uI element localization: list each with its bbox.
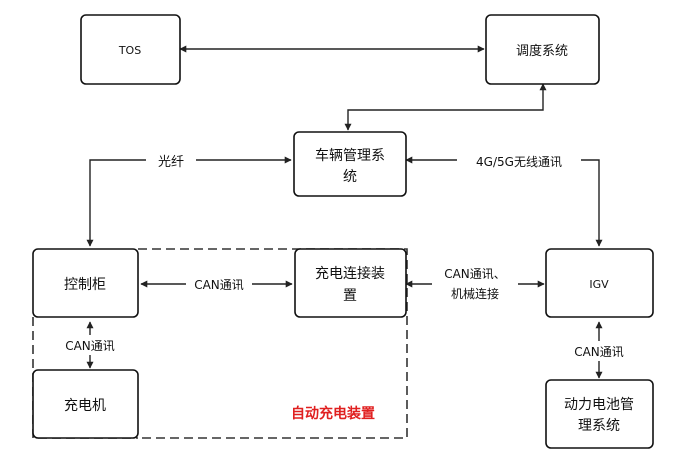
- node-igv: IGV: [545, 248, 654, 318]
- edge-label-can-mech-line1: CAN通讯、: [444, 267, 506, 281]
- edge-dispatch-vehicle: [344, 83, 547, 131]
- node-tos-label: TOS: [118, 44, 141, 57]
- node-charge-connector-label-line1: 充电连接装: [315, 265, 385, 282]
- edge-label-can-cabinet-charger: CAN通讯: [65, 339, 115, 353]
- node-charge-connector-label-line2: 置: [343, 288, 357, 304]
- node-control-cabinet-label: 控制柜: [64, 277, 106, 293]
- node-bms: 动力电池管 理系统: [545, 379, 654, 449]
- edge-label-can-cabinet-connector: CAN通讯: [194, 278, 244, 292]
- edge-vehicle-cabinet: [86, 156, 292, 247]
- edge-label-wireless: 4G/5G无线通讯: [476, 155, 562, 169]
- node-dispatch-system: 调度系统: [485, 14, 600, 85]
- node-vehicle-label-line2: 统: [343, 169, 357, 185]
- node-vehicle-management: 车辆管理系 统: [293, 131, 407, 197]
- node-dispatch-label: 调度系统: [516, 43, 568, 59]
- edge-label-can-igv-bms: CAN通讯: [574, 345, 624, 359]
- node-tos: TOS: [80, 14, 181, 85]
- edge-vehicle-igv: [405, 156, 603, 247]
- node-control-cabinet: 控制柜: [32, 248, 139, 318]
- edge-label-can-mech-line2: 机械连接: [451, 286, 499, 301]
- group-label-auto-charging: 自动充电装置: [291, 405, 375, 422]
- node-charger-label: 充电机: [64, 398, 106, 414]
- node-vehicle-label-line1: 车辆管理系: [315, 147, 385, 164]
- node-charger: 充电机: [32, 369, 139, 439]
- node-igv-label: IGV: [589, 278, 609, 291]
- node-bms-label-line2: 理系统: [578, 418, 620, 434]
- node-charge-connector: 充电连接装 置: [294, 248, 407, 318]
- node-bms-label-line1: 动力电池管: [564, 397, 634, 413]
- edge-label-fiber: 光纤: [158, 155, 184, 170]
